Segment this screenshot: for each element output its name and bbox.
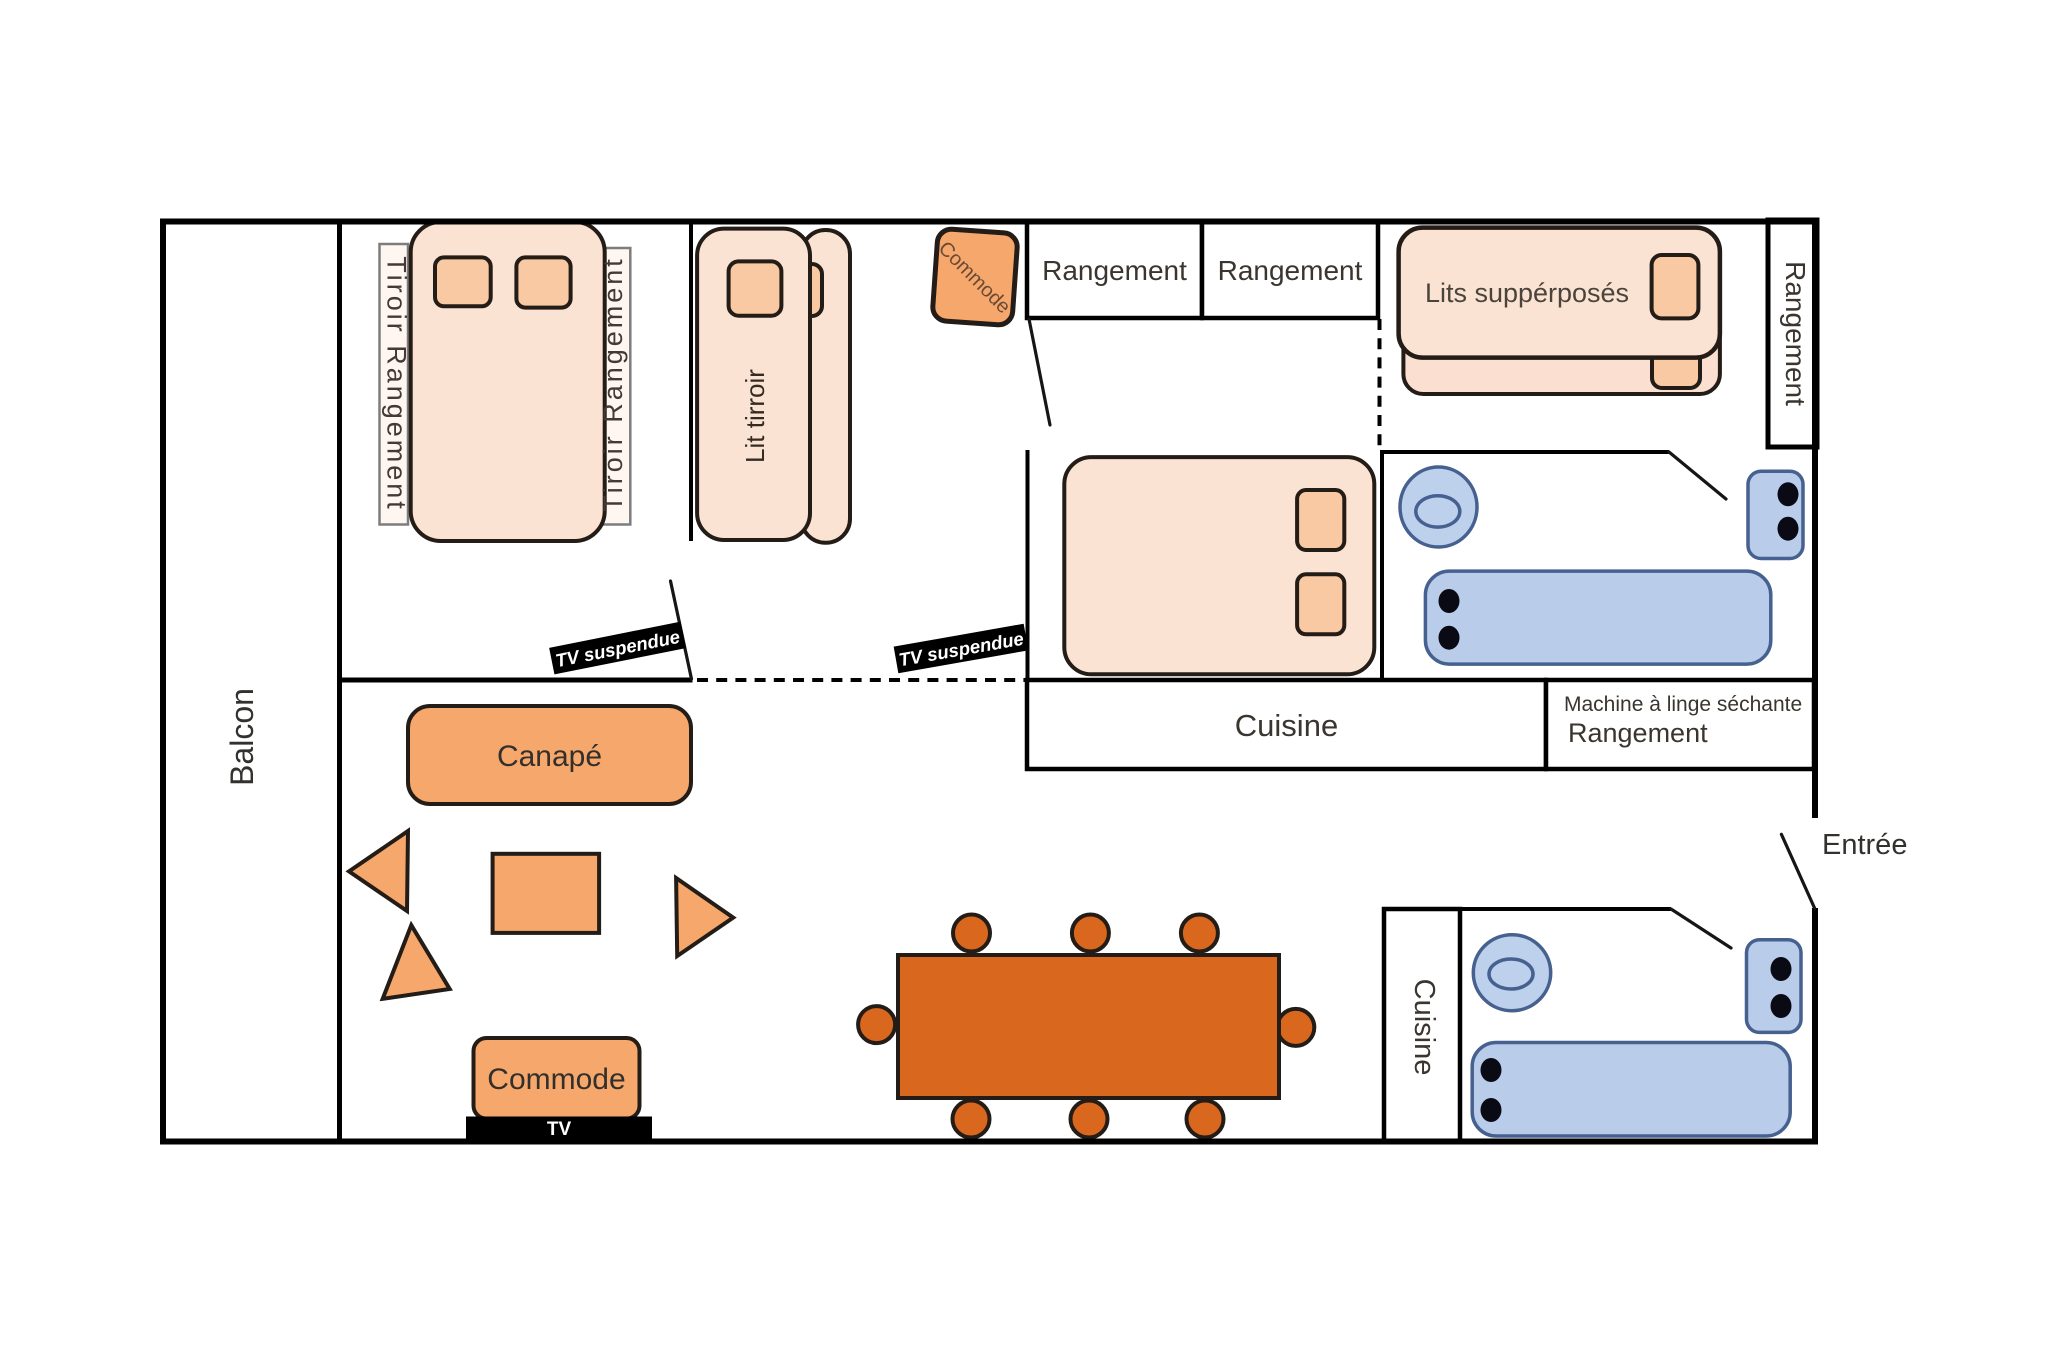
svg-text:Tiroir Rangement: Tiroir Rangement	[598, 256, 628, 512]
svg-text:Lits suppérposés: Lits suppérposés	[1425, 278, 1629, 308]
svg-text:TV: TV	[547, 1119, 572, 1140]
svg-text:Balcon: Balcon	[224, 688, 260, 786]
svg-text:Cuisine: Cuisine	[1408, 979, 1440, 1076]
svg-text:Rangement: Rangement	[1568, 718, 1708, 748]
svg-text:Tiroir Rangement: Tiroir Rangement	[382, 256, 412, 512]
svg-text:Rangement: Rangement	[1218, 255, 1363, 286]
svg-text:Rangement: Rangement	[1042, 255, 1187, 286]
svg-text:Lit tirroir: Lit tirroir	[740, 369, 770, 463]
svg-text:Cuisine: Cuisine	[1235, 708, 1338, 743]
svg-text:Canapé: Canapé	[497, 740, 602, 773]
svg-text:Commode: Commode	[487, 1063, 625, 1096]
svg-text:Machine à linge séchante: Machine à linge séchante	[1564, 693, 1802, 716]
svg-text:Entrée: Entrée	[1822, 829, 1907, 861]
svg-text:Rangement: Rangement	[1780, 261, 1811, 406]
